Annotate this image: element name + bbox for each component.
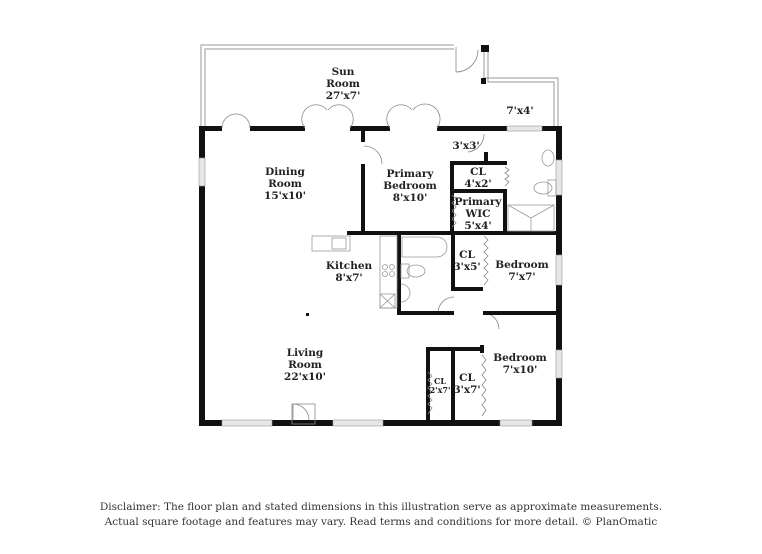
room-dimensions: 7'x10' [502, 364, 538, 376]
disclaimer-line-1: Disclaimer: The floor plan and stated di… [99, 501, 663, 513]
room-name: CL [459, 249, 475, 261]
room-name: Bedroom [493, 352, 547, 364]
room-label-primary-bedroom: Primary Bedroom 8'x10' [383, 168, 437, 204]
room-label-sun-room: Sun Room 27'x7' [326, 66, 361, 102]
room-label-bedroom-2: Bedroom 7'x7' [495, 259, 549, 283]
room-name: Primary [386, 168, 434, 180]
room-dimensions: 7'x7' [508, 271, 536, 283]
bifold-doors [427, 166, 510, 417]
room-label-primary-wic: Primary WIC 5'x4' [455, 196, 502, 232]
room-label-dining-room: Dining Room 15'x10' [264, 166, 306, 202]
sun-room-post [481, 45, 489, 52]
room-name: Room [288, 359, 322, 371]
room-name: Kitchen [325, 260, 373, 272]
disclaimer-line-2: Actual square footage and features may v… [104, 516, 658, 528]
room-name: Sun [331, 66, 355, 78]
sun-room-walls [200, 44, 559, 128]
room-label-primary-closet: CL 4'x2' [464, 166, 491, 190]
room-label-small-closet: CL 2'x7' [430, 377, 451, 395]
fixtures [311, 149, 557, 309]
room-dimensions: 15'x10' [264, 190, 306, 202]
room-name: Room [326, 78, 360, 90]
room-label-living-room: Living Room 22'x10' [284, 347, 326, 383]
room-name: Bedroom [383, 180, 437, 192]
room-name: Primary [454, 196, 502, 208]
interior-walls [306, 128, 559, 424]
room-name: CL [434, 376, 446, 386]
room-name: Living [286, 347, 324, 359]
room-dimensions: 2'x7' [429, 385, 451, 395]
room-label-bedroom-3: Bedroom 7'x10' [493, 352, 547, 376]
entry-door [291, 403, 316, 425]
room-name: Bedroom [495, 259, 549, 271]
room-label-kitchen: Kitchen 8'x7' [326, 260, 372, 284]
room-dimensions: 3'x5' [453, 261, 481, 273]
room-dimensions: 4'x2' [464, 178, 492, 190]
sun-room-post [481, 78, 486, 84]
room-label-bedroom3-closet: CL 3'x7' [453, 372, 480, 396]
room-dimensions: 3'x7' [453, 384, 481, 396]
room-name: Dining [265, 166, 305, 178]
room-dimensions: 3'x3' [452, 140, 480, 152]
room-dimensions: 22'x10' [284, 371, 326, 383]
windows [198, 125, 563, 427]
room-dimensions: 7'x4' [506, 105, 534, 117]
room-dimensions: 5'x4' [464, 220, 492, 232]
room-label-sun-nook: 7'x4' [506, 105, 533, 117]
room-name: Room [268, 178, 302, 190]
room-dimensions: 27'x7' [325, 90, 361, 102]
room-dimensions: 8'x10' [392, 192, 428, 204]
sun-room-door-icon [455, 47, 479, 73]
room-name: CL [470, 166, 486, 178]
room-dimensions: 8'x7' [335, 272, 363, 284]
room-name: WIC [465, 208, 491, 220]
disclaimer: Disclaimer: The floor plan and stated di… [0, 500, 762, 530]
room-name: CL [459, 372, 475, 384]
room-label-hall-closet: CL 3'x5' [453, 249, 480, 273]
room-label-primary-bath: 3'x3' [452, 140, 479, 152]
